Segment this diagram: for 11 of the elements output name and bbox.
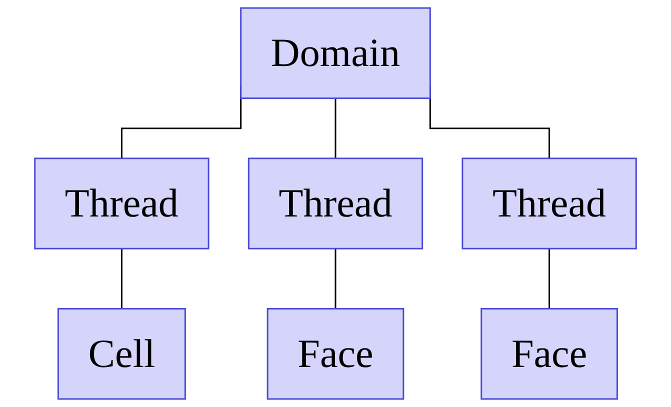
node-box: Cell (57, 308, 186, 400)
node-box: Thread (462, 158, 637, 250)
connector (548, 248, 550, 310)
connector (120, 248, 122, 310)
node-box: Thread (34, 158, 210, 250)
node-box: Face (480, 308, 618, 400)
node-box: Thread (248, 158, 424, 250)
connector (334, 98, 336, 160)
connector (334, 248, 336, 310)
node-box: Face (266, 308, 404, 400)
node-box: Domain (240, 7, 431, 99)
